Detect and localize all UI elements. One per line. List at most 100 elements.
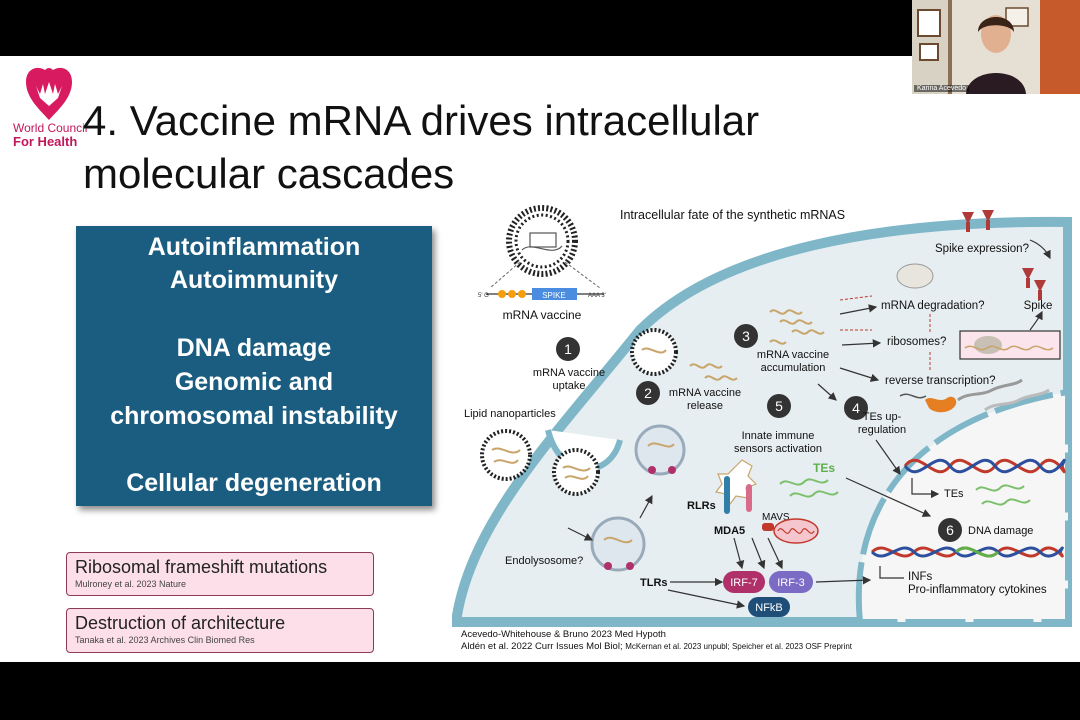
world-council-logo: World Council For Health: [10, 62, 90, 148]
slide-title: 4. Vaccine mRNA drives intracellular mol…: [83, 94, 903, 200]
damaged-dna-helix-icon: [870, 546, 1064, 558]
step-4-label-line2: regulation: [858, 424, 906, 436]
reverse-transcriptase-icon: [925, 396, 957, 413]
lipid-nanoparticles-label: Lipid nanoparticles: [464, 408, 556, 420]
lipid-nanoparticle-icon: [552, 448, 600, 496]
spike-expression-label: Spike expression?: [935, 243, 1029, 255]
lipid-nanoparticle-icon: [480, 429, 532, 481]
irf3-icon: [769, 571, 813, 593]
finding-reference: Tanaka et al. 2023 Archives Clin Biomed …: [75, 635, 255, 645]
finding-box-frameshift: Ribosomal frameshift mutations Mulroney …: [66, 552, 374, 596]
diagram-reference-1: Acevedo-Whitehouse & Bruno 2023 Med Hypo…: [461, 629, 666, 640]
presenter-video-frame: [912, 0, 1080, 94]
tlrs-label: TLRs: [640, 577, 668, 589]
step-3-label-line1: mRNA vaccine: [757, 349, 829, 361]
diagram-reference-2b: McKernan et al. 2023 unpubl; Speicher et…: [625, 642, 853, 651]
summary-item: chromosomal instability: [110, 402, 398, 430]
finding-box-architecture: Destruction of architecture Tanaka et al…: [66, 608, 374, 653]
mda5-label: MDA5: [714, 525, 745, 537]
finding-title: Destruction of architecture: [75, 613, 286, 633]
step-6-label: DNA damage: [968, 525, 1033, 537]
mrna-strands: [689, 309, 825, 381]
logo-line1: World Council: [13, 121, 88, 135]
step-3-label-line2: accumulation: [761, 362, 826, 374]
step-3-number: 3: [742, 328, 750, 344]
nfkb-label: NFkB: [755, 602, 783, 614]
cap-icon: [518, 290, 526, 298]
summary-group-degeneration: Cellular degeneration: [76, 467, 432, 500]
heart-hands-icon: [26, 67, 72, 120]
step-2-number: 2: [644, 385, 652, 401]
step-5-label-line1: Innate immune: [742, 430, 815, 442]
summary-item: Autoimmunity: [169, 266, 339, 294]
step-2-label-line1: mRNA vaccine: [669, 387, 741, 399]
presentation-slide: World Council For Health 4. Vaccine mRNA…: [0, 56, 1080, 662]
step-2-badge: [636, 381, 660, 405]
finding-title: Ribosomal frameshift mutations: [75, 557, 328, 577]
rlrs-label: RLRs: [687, 500, 716, 512]
step-6-number: 6: [946, 522, 954, 538]
mavs-label: MAVS: [762, 512, 790, 523]
summary-item: DNA damage: [176, 334, 332, 362]
irf7-label: IRF-7: [730, 577, 758, 589]
slide-title-line1: 4. Vaccine mRNA drives intracellular: [83, 97, 760, 144]
irf3-label: IRF-3: [777, 577, 805, 589]
five-prime-label: 5' G: [478, 293, 489, 299]
exosome-icon: [896, 263, 934, 289]
cap-icon: [508, 290, 516, 298]
endolysosome-icon: [634, 424, 686, 476]
endolysosome-icon: [590, 516, 646, 572]
finding-reference: Mulroney et al. 2023 Nature: [75, 579, 187, 589]
step-1-label-line1: mRNA vaccine: [533, 367, 605, 379]
ribosomes-label: ribosomes?: [887, 336, 946, 348]
step-1-badge: [556, 337, 580, 361]
step-4-badge: [844, 396, 868, 420]
summary-item: Genomic and: [174, 368, 334, 396]
webcam-video: Karina Acevedo: [912, 0, 1080, 94]
step-6-badge: [938, 518, 962, 542]
step-1-number: 1: [564, 341, 572, 357]
mda5-receptor-icon: [746, 484, 752, 512]
summary-group-dna: DNA damage Genomic and chromosomal insta…: [76, 332, 432, 433]
summary-group-inflammation: Autoinflammation Autoimmunity: [76, 226, 432, 297]
diagram-reference-2: Aldén et al. 2022 Curr Issues Mol Biol; …: [461, 641, 853, 652]
spike-protein-icon: [1022, 268, 1046, 300]
step-5-badge: [767, 394, 791, 418]
step-4-number: 4: [852, 400, 860, 416]
summary-item: Autoinflammation: [147, 233, 361, 261]
step-3-badge: [734, 324, 758, 348]
step-5-label-line2: sensors activation: [734, 443, 822, 455]
step-5-number: 5: [775, 398, 783, 414]
logo-text: World Council For Health: [13, 122, 87, 149]
diagram-reference-2a: Aldén et al. 2022 Curr Issues Mol Biol;: [461, 641, 625, 652]
tes-label-dark: TEs: [944, 488, 964, 500]
summary-item: Cellular degeneration: [126, 469, 382, 497]
logo-line2: For Health: [13, 134, 78, 149]
mrna-vaccine-label: mRNA vaccine: [503, 308, 582, 322]
dna-helix-icon: [903, 458, 1066, 474]
spike-gene-block: [532, 288, 577, 300]
step-1-label-line2: uptake: [552, 380, 585, 392]
reverse-transcription-label: reverse transcription?: [885, 375, 996, 387]
nfkb-icon: [748, 597, 790, 617]
summary-box: Autoinflammation Autoimmunity DNA damage…: [76, 226, 432, 506]
ribosome-icon: [974, 336, 1002, 354]
step-4-label-line1: TEs up-: [863, 411, 902, 423]
tes-label-green: TEs: [813, 461, 835, 475]
endolysosome-label: Endolysosome?: [505, 555, 583, 567]
spike-protein-icon: [962, 210, 994, 232]
infs-label: INFs: [908, 571, 933, 583]
lipid-nanoparticle-icon: [630, 328, 678, 376]
rlr-receptor-icon: [724, 476, 730, 514]
slide-title-line2: molecular cascades: [83, 150, 455, 197]
step-2-label-line2: release: [687, 400, 723, 412]
spike-label: Spike: [1024, 300, 1053, 312]
mrna-degradation-label: mRNA degradation?: [881, 300, 985, 312]
three-prime-label: AAA 3': [588, 293, 606, 299]
cap-icon: [498, 290, 506, 298]
lnp-icon: [506, 205, 578, 277]
presenter-name: Karina Acevedo: [914, 85, 970, 92]
spike-gene-label: SPIKE: [542, 291, 566, 300]
intracellular-fate-diagram: Intracellular fate of the synthetic mRNA…: [452, 205, 1072, 652]
irf7-icon: [723, 571, 765, 593]
